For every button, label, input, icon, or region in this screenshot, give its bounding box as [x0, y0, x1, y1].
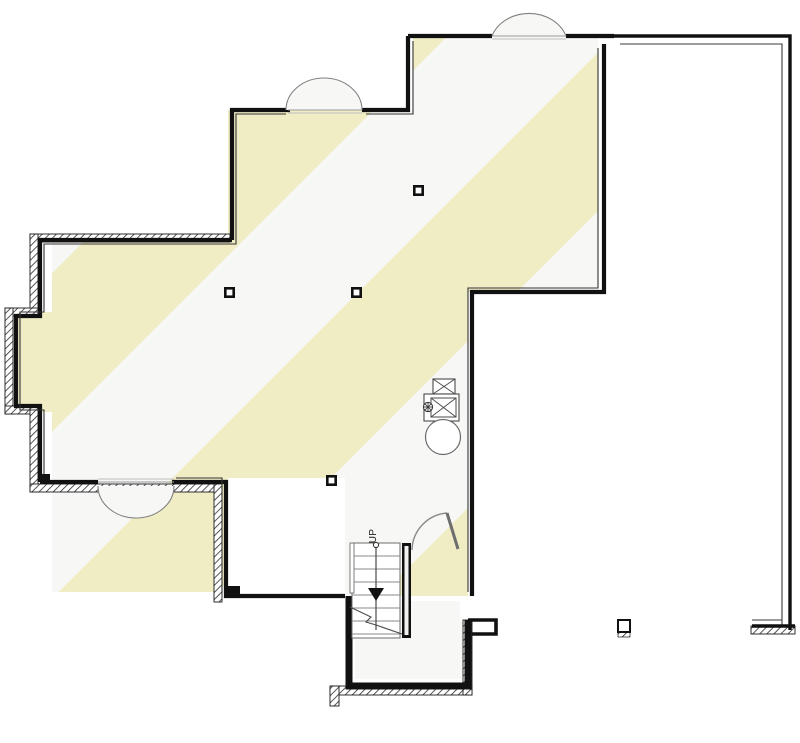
utility-unit-upper [432, 378, 456, 395]
wall-inner-face [19, 41, 599, 592]
valve-knob-icon [422, 401, 434, 413]
column-c [351, 287, 362, 298]
arched-window-upper-left [285, 77, 363, 114]
column-e [617, 619, 631, 633]
column-a [413, 185, 424, 196]
stair-up-label: UP [368, 529, 379, 544]
round-basin-fixture [424, 418, 462, 456]
column-b [224, 287, 235, 298]
floor-fill-region [14, 36, 598, 596]
stair-origin-dot [372, 541, 380, 549]
columns-group [224, 185, 631, 633]
arched-window-lower-left [97, 478, 175, 519]
stair-break-line [349, 606, 403, 635]
column-d [326, 475, 337, 486]
wall-envelope [13, 33, 614, 599]
wall-nibs [40, 474, 240, 596]
stair-direction-arrow [368, 588, 384, 601]
openings-group [97, 12, 567, 519]
arched-window-top-center [491, 12, 567, 40]
deck-outline [614, 34, 795, 630]
stair-door [411, 512, 460, 551]
stairwell-enclosure [345, 596, 498, 690]
staircase-up: UP [349, 529, 411, 639]
fixtures-group [422, 378, 462, 456]
